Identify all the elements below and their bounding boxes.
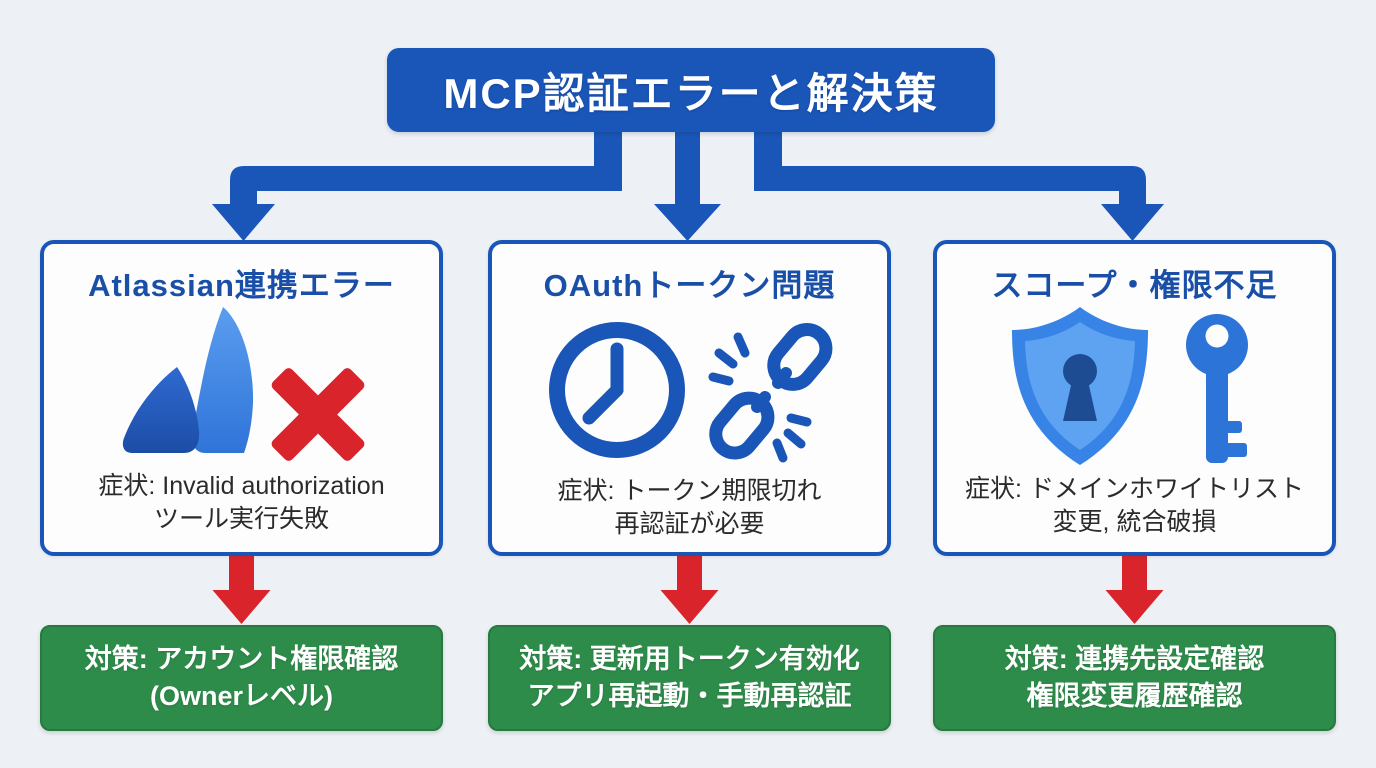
error-x-icon: [271, 368, 364, 461]
card-heading: スコープ・権限不足: [991, 268, 1278, 303]
symptom-text: 症状: トークン期限切れ 再認証が必要: [558, 475, 822, 541]
diagram-title-box: MCP認証エラーと解決策: [387, 48, 995, 132]
solution-line-1: 対策: 更新用トークン有効化: [519, 643, 860, 674]
solution-line-2: (Ownerレベル): [149, 681, 333, 711]
solution-box-oauth: 対策: 更新用トークン有効化 アプリ再起動・手動再認証: [488, 625, 891, 731]
symptom-text: 症状: ドメインホワイトリスト 変更, 統合破損: [965, 473, 1304, 539]
solution-arrows-red: [212, 556, 1164, 624]
card-icon-area: [937, 305, 1332, 473]
shield-lock-icon: [1011, 307, 1148, 465]
solution-line-1: 対策: 連携先設定確認: [1004, 643, 1265, 674]
solution-line-2: 権限変更履歴確認: [1026, 681, 1243, 711]
card-heading: Atlassian連携エラー: [88, 268, 395, 303]
symptom-line-1: 症状: ドメインホワイトリスト: [965, 475, 1304, 503]
card-icon-area: [44, 305, 439, 470]
card-icon-area: [492, 305, 887, 475]
symptom-line-1: 症状: トークン期限切れ: [557, 477, 822, 505]
clock-icon: [548, 322, 685, 458]
key-icon: [1185, 314, 1248, 463]
card-scope-permission: スコープ・権限不足 症状: [933, 240, 1336, 556]
solution-line-1: 対策: アカウント権限確認: [84, 643, 399, 674]
symptom-line-1: 症状: Invalid authorization: [98, 472, 385, 500]
diagram-title: MCP認証エラーと解決策: [443, 69, 939, 117]
permission-icons: [1011, 307, 1248, 465]
symptom-line-2: 再認証が必要: [614, 510, 765, 538]
symptom-line-2: 変更, 統合破損: [1052, 508, 1217, 536]
card-heading: OAuthトークン問題: [543, 268, 836, 303]
solution-box-scope: 対策: 連携先設定確認 権限変更履歴確認: [933, 625, 1336, 731]
atlassian-logo-icon: [122, 307, 364, 461]
broken-link-icon: [708, 323, 832, 463]
symptom-text: 症状: Invalid authorization ツール実行失敗: [98, 470, 384, 536]
card-atlassian-error: Atlassian連携エラー: [40, 240, 443, 556]
symptom-line-2: ツール実行失敗: [153, 505, 329, 533]
token-expiry-icons: [548, 322, 832, 463]
card-oauth-token: OAuthトークン問題: [488, 240, 891, 556]
branch-arrows-blue: [212, 126, 1164, 241]
solution-line-2: アプリ再起動・手動再認証: [527, 681, 852, 711]
solution-box-atlassian: 対策: アカウント権限確認 (Ownerレベル): [40, 625, 443, 731]
